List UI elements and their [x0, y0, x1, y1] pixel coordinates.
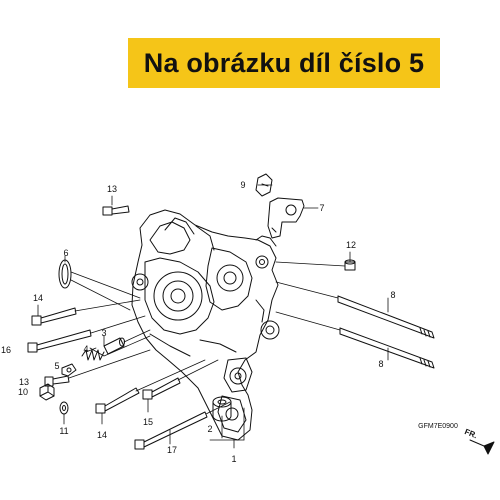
- callout-10: 10: [18, 387, 28, 397]
- stud-part-8-lower: [339, 327, 435, 369]
- bolt-part-10: [39, 383, 55, 401]
- bolt-part-16: [27, 329, 92, 353]
- bolt-part-13-top: [102, 205, 130, 216]
- callout-13-lower: 13: [19, 377, 29, 387]
- title-banner: Na obrázku díl číslo 5: [128, 38, 440, 88]
- callout-9: 9: [240, 180, 245, 190]
- callout-4: 4: [83, 344, 88, 354]
- callout-8-lower: 8: [378, 359, 383, 369]
- callout-11: 11: [59, 426, 68, 436]
- callout-16: 16: [1, 345, 11, 355]
- callout-8-upper: 8: [390, 290, 395, 300]
- callout-17: 17: [167, 445, 177, 455]
- front-label: FR.: [463, 427, 478, 440]
- diagram-code: GFM7E0900: [418, 423, 458, 430]
- callout-2: 2: [207, 424, 212, 434]
- bolt-part-14-lower: [95, 387, 140, 414]
- stud-part-8-upper: [337, 295, 435, 339]
- callout-14-lower: 14: [97, 430, 107, 440]
- bolt-part-15: [142, 377, 181, 400]
- bolt-part-17: [134, 411, 208, 450]
- callout-14-left: 14: [33, 293, 43, 303]
- callout-7: 7: [319, 203, 324, 213]
- callout-13-top: 13: [107, 184, 117, 194]
- crankcase-body: [131, 209, 280, 441]
- callout-5: 5: [54, 361, 59, 371]
- bolt-part-14-left: [31, 307, 77, 326]
- plate-part-5: [61, 363, 77, 377]
- banner-text: Na obrázku díl číslo 5: [143, 47, 425, 78]
- callout-12: 12: [346, 240, 356, 250]
- callout-6: 6: [63, 248, 68, 258]
- washer-part-11: [59, 401, 69, 415]
- front-direction-arrow: [469, 439, 495, 455]
- callout-15: 15: [143, 417, 153, 427]
- callout-3: 3: [101, 328, 106, 338]
- leader-lines: [37, 184, 389, 449]
- callout-numbers: 1 2 3 4 5 6 7 8 8 9 10 11 12 13 13 14 14…: [1, 180, 479, 464]
- bolt-part-13-lower: [44, 375, 70, 387]
- callout-1: 1: [231, 454, 236, 464]
- bracket-part-7: [267, 197, 305, 239]
